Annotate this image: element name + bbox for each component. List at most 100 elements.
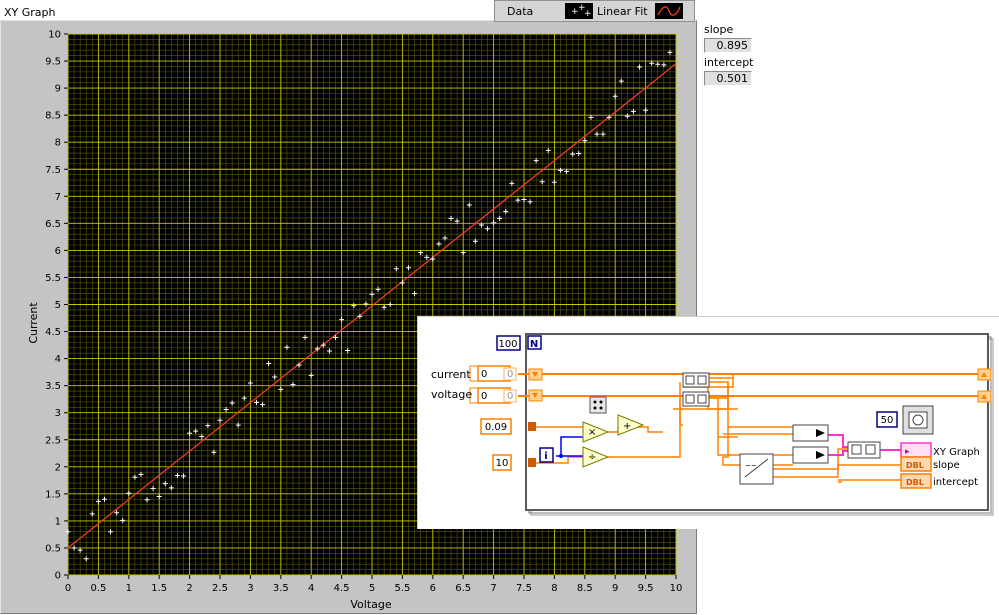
slope-indicator: 0.895 (704, 38, 752, 53)
data-point (630, 108, 636, 114)
slope-terminal-tag: DBL (906, 461, 924, 470)
bundle-data[interactable] (792, 424, 829, 442)
slope-terminal[interactable]: DBL (900, 456, 932, 472)
x-tick-label: 6.5 (455, 583, 471, 594)
data-point (150, 485, 156, 491)
data-point (375, 286, 381, 292)
data-point (205, 423, 211, 429)
intercept-terminal[interactable]: DBL (900, 473, 932, 489)
data-point (539, 179, 545, 185)
svg-text:▸: ▸ (905, 447, 910, 457)
iteration-terminal-label: i (544, 451, 547, 462)
data-point (600, 131, 606, 137)
loop-count-constant[interactable] (496, 335, 521, 351)
data-point (71, 545, 77, 551)
x-tick-label: 9 (612, 583, 618, 594)
data-point (223, 406, 229, 412)
data-point (436, 241, 442, 247)
current-control-label: current (431, 368, 471, 381)
wait-ms-constant[interactable] (876, 411, 898, 428)
x-tick-label: 2 (186, 583, 192, 594)
intercept-label: intercept (704, 56, 754, 69)
data-point (144, 497, 150, 503)
data-point (606, 114, 612, 120)
plot-legend[interactable]: Data + + + Linear Fit (494, 0, 695, 22)
y-tick-label: 3.5 (45, 381, 61, 392)
data-point (448, 215, 454, 221)
x-tick-label: 5.5 (394, 583, 410, 594)
data-point (424, 254, 430, 260)
data-point (278, 386, 284, 392)
data-point (624, 113, 630, 119)
y-tick-label: 2.5 (45, 435, 61, 446)
data-point (333, 335, 339, 341)
constant-b-value: 10 (496, 458, 509, 469)
dice-icon[interactable] (589, 396, 607, 414)
build-cluster-array[interactable] (847, 441, 881, 459)
data-point (466, 202, 472, 208)
y-tick-label: 8.5 (45, 111, 61, 122)
data-point (649, 60, 655, 66)
multiply-symbol: × (588, 427, 596, 438)
legend-fit-swatch[interactable] (655, 3, 683, 19)
wait-timer-icon[interactable] (902, 405, 934, 435)
y-tick-label: 8 (55, 138, 61, 149)
add-node[interactable]: + (617, 414, 645, 436)
y-tick-label: 5.5 (45, 273, 61, 284)
data-point (211, 449, 217, 455)
y-tick-label: 3 (55, 408, 61, 419)
data-point (95, 498, 101, 504)
x-tick-label: 3 (247, 583, 253, 594)
linear-fit-vi[interactable]: ~~ (739, 453, 774, 485)
build-array-voltage[interactable] (682, 391, 710, 407)
x-tick-label: 1.5 (151, 583, 167, 594)
data-point (260, 402, 266, 408)
data-point (351, 303, 357, 309)
data-point (363, 301, 369, 307)
data-point (284, 344, 290, 350)
constant-b[interactable] (492, 454, 512, 471)
data-point (667, 49, 673, 55)
data-point (399, 280, 405, 286)
current-array-dim: 0 (507, 369, 513, 380)
bundle-fit[interactable] (792, 446, 829, 464)
data-point (369, 291, 375, 297)
block-diagram[interactable]: 100 N 0 0 0 0 0.09 10 i (417, 316, 999, 529)
data-point (497, 215, 503, 221)
voltage-array-dim: 0 (507, 391, 513, 402)
data-point (527, 199, 533, 205)
loop-count-terminal-label: N (530, 339, 538, 350)
xy-graph-terminal[interactable]: ▸ (900, 442, 932, 458)
x-tick-label: 0.5 (90, 583, 106, 594)
data-point (405, 265, 411, 271)
data-point (381, 304, 387, 310)
data-point (655, 61, 661, 67)
data-point (272, 374, 278, 380)
data-point (551, 179, 557, 185)
constant-a[interactable] (480, 418, 512, 435)
intercept-indicator: 0.501 (704, 71, 752, 86)
x-tick-label: 8.5 (577, 583, 593, 594)
data-point (582, 138, 588, 144)
loop-count-terminal[interactable] (527, 335, 542, 350)
legend-data-swatch[interactable]: + + + (565, 3, 593, 19)
x-tick-label: 0 (65, 583, 71, 594)
data-point (247, 380, 253, 386)
intercept-terminal-label: intercept (933, 477, 978, 488)
voltage-array-value: 0 (481, 391, 487, 402)
iteration-terminal[interactable] (539, 447, 554, 463)
data-point (181, 473, 187, 479)
data-point (521, 197, 527, 203)
y-tick-label: 5 (55, 300, 61, 311)
data-point (345, 347, 351, 353)
x-tick-label: 2.5 (212, 583, 228, 594)
divide-node[interactable]: ÷ (582, 446, 610, 468)
constant-a-value: 0.09 (485, 422, 507, 433)
svg-text:+: + (584, 9, 592, 19)
build-array-current[interactable] (682, 372, 710, 388)
voltage-control-label: voltage (431, 388, 473, 401)
multiply-node[interactable]: × (582, 421, 610, 443)
data-point (266, 360, 272, 366)
